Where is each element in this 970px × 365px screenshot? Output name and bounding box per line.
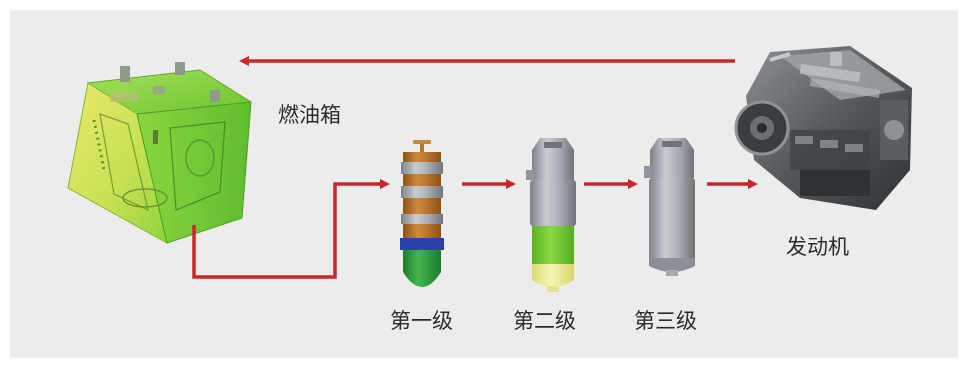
supply-line-arrow: [192, 179, 390, 279]
stage-2-label: 第二级: [513, 309, 576, 333]
tertiary-filter-icon: [644, 138, 695, 276]
primary-filter-icon: [400, 140, 444, 287]
diagram-canvas: 燃油箱 第一级: [67, 46, 912, 333]
engine-icon: [734, 46, 912, 210]
stage-1-label: 第一级: [390, 309, 453, 333]
fuel-system-diagram: 燃油箱 第一级: [10, 10, 958, 358]
fuel-tank-label: 燃油箱: [278, 103, 341, 127]
fuel-tank-icon: [67, 62, 253, 244]
secondary-filter-icon: [526, 138, 576, 292]
stage-3-label: 第三级: [634, 309, 697, 333]
engine-label: 发动机: [786, 235, 849, 259]
